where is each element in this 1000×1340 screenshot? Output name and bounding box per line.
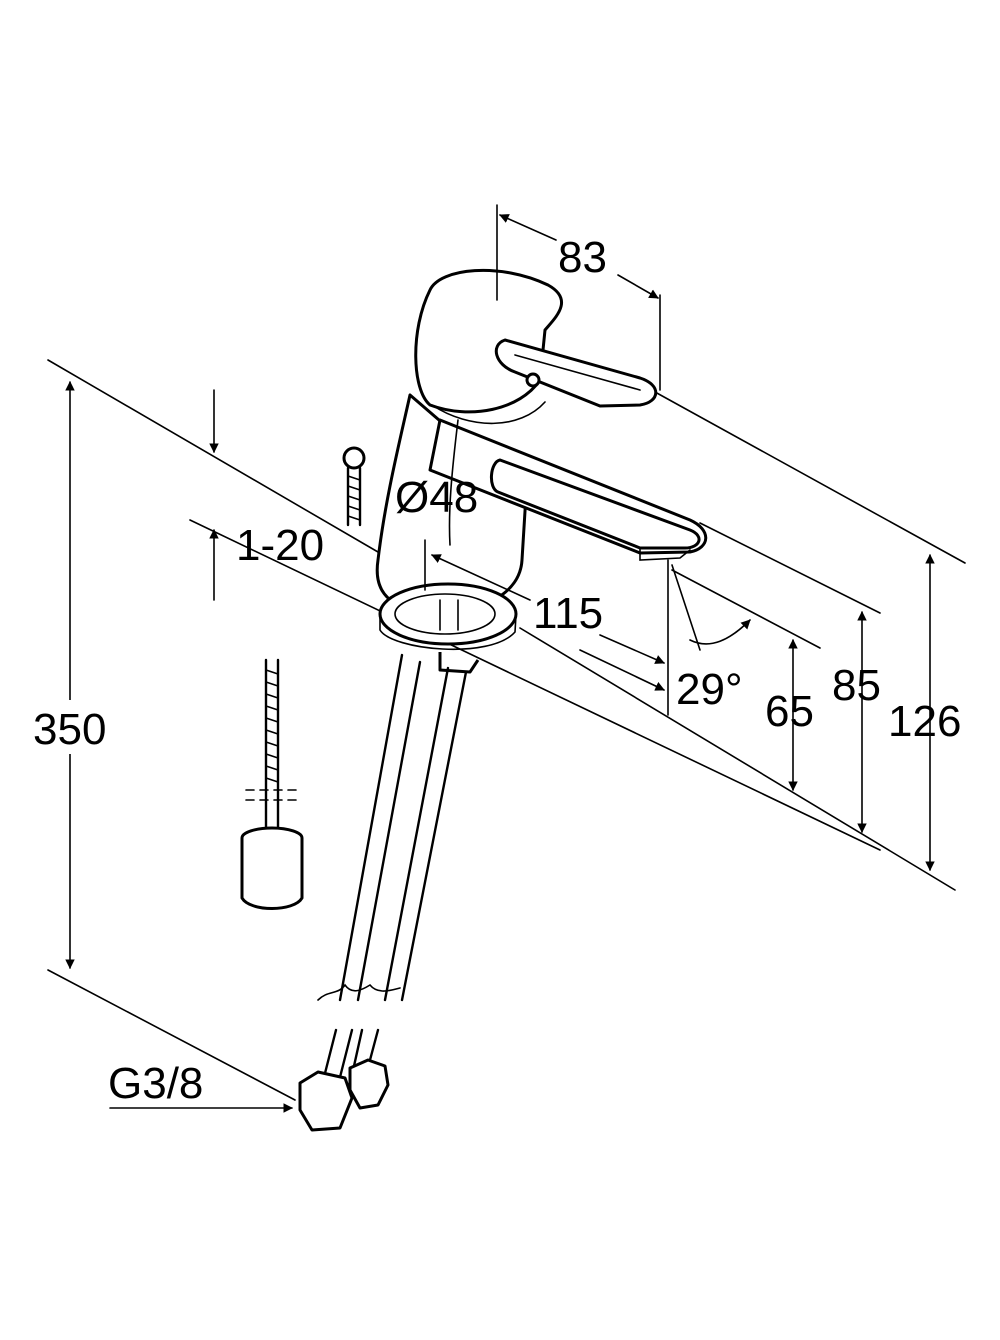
- dimension-g3-8: G3/8: [108, 1059, 293, 1113]
- faucet-body: [375, 268, 708, 674]
- label-g3-8: G3/8: [108, 1059, 203, 1108]
- label-65: 65: [765, 687, 814, 736]
- label-350: 350: [33, 705, 106, 754]
- label-diameter-48: Ø48: [395, 473, 478, 522]
- dimension-1-20: 1-20: [209, 389, 324, 601]
- reference-lines: [47, 359, 966, 1101]
- supply-hoses: [298, 653, 468, 1132]
- label-29-degrees: 29°: [676, 665, 743, 714]
- dimension-83: 83: [496, 204, 661, 391]
- dimension-126: 126: [888, 554, 961, 871]
- label-85: 85: [832, 661, 881, 710]
- label-126: 126: [888, 697, 961, 746]
- label-83: 83: [558, 233, 607, 282]
- dimension-diameter-48: Ø48: [395, 473, 478, 522]
- dimension-115: 115: [424, 539, 669, 716]
- label-1-20: 1-20: [236, 521, 324, 570]
- dimension-350: 350: [30, 381, 116, 969]
- dimension-angle-29: 29°: [671, 564, 751, 714]
- label-115: 115: [533, 589, 603, 638]
- dimension-65: 65: [765, 639, 814, 791]
- dimension-85: 85: [832, 611, 881, 833]
- fixing-rod-accessory: [240, 446, 366, 910]
